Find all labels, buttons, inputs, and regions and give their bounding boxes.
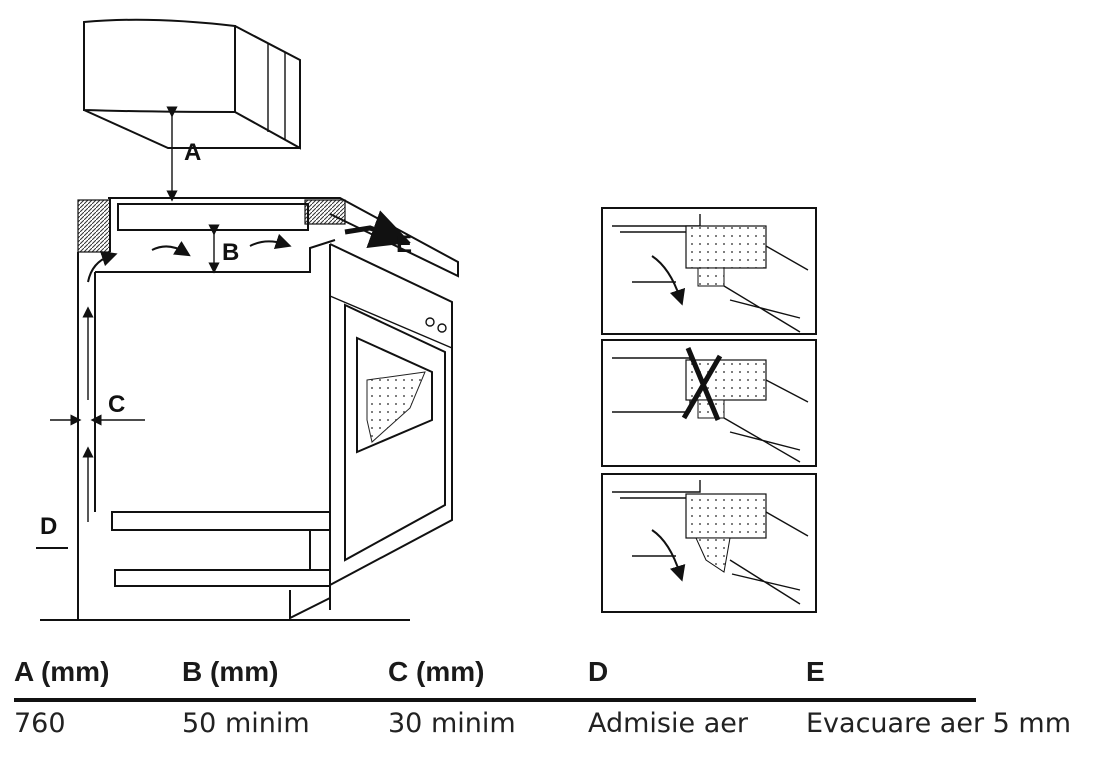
airflow-e: E — [344, 210, 412, 258]
header-e: E — [806, 656, 825, 687]
value-c: 30 minim — [388, 708, 516, 739]
label-d: D — [40, 513, 57, 540]
value-b: 50 minim — [182, 708, 310, 739]
header-b: B (mm) — [182, 656, 279, 687]
value-d: Admisie aer — [588, 708, 748, 739]
cross-mark-icon — [681, 347, 723, 421]
label-e: E — [396, 231, 412, 258]
label-a: A — [184, 139, 201, 166]
header-c: C (mm) — [388, 656, 485, 687]
spec-table: A (mm) B (mm) C (mm) D E 760 50 minim 30… — [14, 640, 1094, 760]
label-b: B — [222, 239, 239, 266]
label-d-group: D — [36, 513, 68, 549]
detail-panel-incorrect — [601, 339, 817, 467]
dimension-b: B — [87, 224, 292, 283]
detail-panel-correct-1 — [601, 207, 817, 335]
table-header-row: A (mm) B (mm) C (mm) D E — [14, 640, 1094, 702]
header-a: A (mm) — [14, 656, 110, 687]
header-d: D — [588, 656, 609, 687]
detail-panel-correct-2 — [601, 473, 817, 613]
label-c: C — [108, 391, 125, 418]
cooker-body — [77, 239, 453, 620]
range-hood — [83, 18, 301, 150]
table-row: 760 50 minim 30 minim Admisie aer Evacua… — [14, 700, 1094, 760]
header-divider — [14, 698, 976, 702]
dimension-a: A — [166, 106, 201, 202]
installation-diagram: A B E — [36, 18, 817, 621]
cooker-base — [40, 511, 410, 621]
value-e: Evacuare aer 5 mm — [806, 708, 1071, 739]
dimension-c: C — [50, 391, 145, 426]
value-a: 760 — [14, 708, 66, 739]
